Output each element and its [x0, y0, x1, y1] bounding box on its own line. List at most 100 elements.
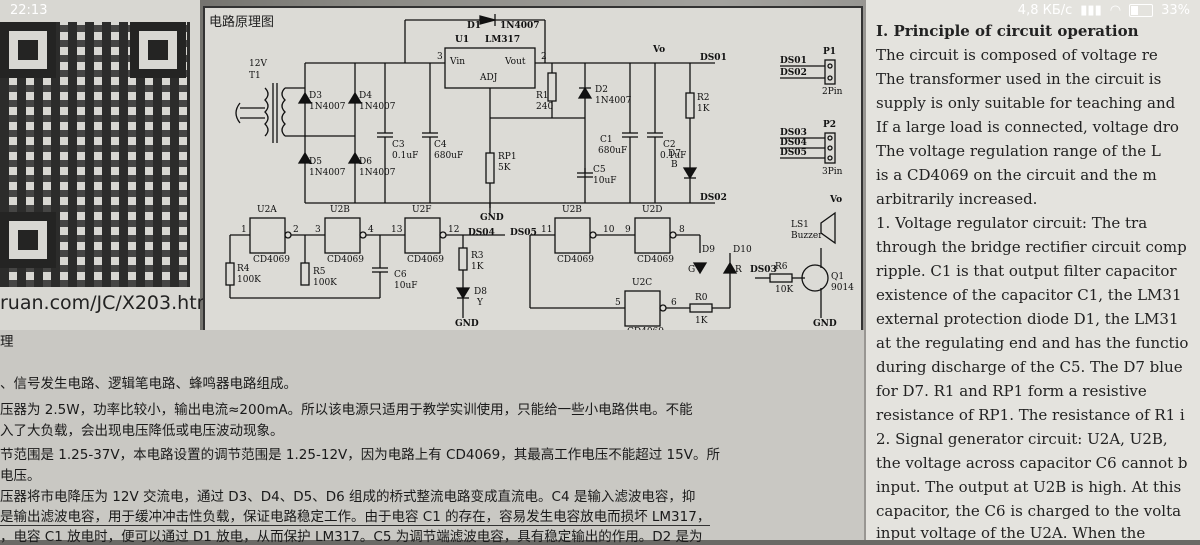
text-line: external protection diode D1, the LM31 [876, 310, 1179, 328]
battery-percent: 33% [1161, 3, 1190, 18]
text-line: 入了大负载，会出现电压降低或电压波动现象。 [0, 423, 284, 439]
label-u2b-2: U2B [562, 205, 582, 215]
text-line: existence of the capacitor C1, the LM31 [876, 286, 1182, 304]
text-line: ，电容 C1 放电时，便可以通过 D1 放电，从而保护 LM317。C5 为调节… [0, 529, 703, 545]
text-line: input. The output at U2B is high. At thi… [876, 478, 1182, 496]
text-line: The voltage regulation range of the L [876, 142, 1161, 160]
label-ds03: DS03 [780, 128, 807, 138]
text-line: 电压。 [0, 468, 41, 484]
label-d6: D6 [359, 157, 372, 167]
label-gnd-d8: GND [455, 319, 479, 329]
label-t1: T1 [249, 71, 261, 81]
label-p1-ds01: DS01 [780, 56, 807, 66]
text-line: during discharge of the C5. The D7 blue [876, 358, 1183, 376]
label-d10: D10 [733, 245, 752, 255]
text-line: supply is only suitable for teaching and [876, 94, 1176, 112]
text-line: for D7. R1 and RP1 form a resistive [876, 382, 1147, 400]
label-d9-color: G [688, 265, 696, 275]
label-c6: C6 [394, 270, 407, 280]
label-r4-value: 100K [237, 275, 261, 285]
label-ds02: DS02 [700, 193, 727, 203]
english-text-page: I. Principle of circuit operation The ci… [866, 0, 1200, 540]
text-line: the voltage across capacitor C6 cannot b [876, 454, 1188, 472]
label-vo-buzzer: Vo [830, 195, 843, 205]
text-line: input voltage of the U2A. When the [876, 524, 1146, 540]
label-u1-part: LM317 [485, 35, 521, 45]
label-c2: C2 [663, 140, 676, 150]
signal-icon: ▮▮▮ [1080, 3, 1102, 18]
label-r0-value: 1K [695, 316, 708, 326]
label-pin-13: 13 [391, 225, 403, 235]
label-p1-ds02: DS02 [780, 68, 807, 78]
label-r1: R1 [536, 91, 549, 101]
label-pin-2: 2 [293, 225, 299, 235]
text-line: 节范围是 1.25-37V，本电路设置的调节范围是 1.25-12V，因为电路上… [0, 447, 720, 463]
label-c1: C1 [600, 135, 613, 145]
url-text: ruan.com/JC/X203.html [0, 292, 221, 314]
label-c2-value: 0.1uF [660, 151, 687, 161]
schematic-wires [225, 14, 836, 327]
text-line: ripple. C1 is that output filter capacit… [876, 262, 1177, 280]
label-u2d: U2D [642, 205, 663, 215]
label-ds04: DS04 [780, 138, 807, 148]
label-d8: D8 [474, 287, 487, 297]
network-speed: 4,8 КБ/с [1017, 3, 1073, 18]
label-d9: D9 [702, 245, 715, 255]
label-d7: D7 [668, 149, 681, 159]
schematic-title: 电路原理图 [209, 15, 275, 30]
label-c3-value: 0.1uF [392, 151, 419, 161]
label-c4-value: 680uF [434, 151, 464, 161]
qr-code [0, 22, 190, 287]
text-line: 1. Voltage regulator circuit: The tra [876, 214, 1148, 232]
chinese-text-page: 理 、信号发生电路、逻辑笔电路、蜂鸣器电路组成。 压器为 2.5W，功率比较小，… [0, 330, 864, 545]
label-u2b: U2B [330, 205, 350, 215]
label-r6: R6 [775, 262, 788, 272]
text-line: capacitor, the C6 is charged to the volt… [876, 502, 1182, 520]
label-c6-value: 10uF [394, 281, 418, 291]
label-c3: C3 [392, 140, 405, 150]
label-ls1: LS1 [791, 220, 809, 230]
label-r5-value: 100K [313, 278, 337, 288]
label-vin: Vin [450, 57, 466, 67]
status-bar: 22:13 4,8 КБ/с ▮▮▮ ◠ 33% [0, 0, 1200, 22]
label-ds04-signal: DS04 [468, 228, 495, 238]
label-p1: P1 [823, 47, 837, 57]
text-line: I. Principle of circuit operation [876, 22, 1139, 40]
label-d8-color: Y [477, 298, 483, 308]
label-pin-1: 1 [241, 225, 247, 235]
label-pin-10: 10 [603, 225, 615, 235]
label-pin-4: 4 [368, 225, 374, 235]
label-pin-3: 3 [315, 225, 321, 235]
text-line: If a large load is connected, voltage dr… [876, 118, 1179, 136]
status-time: 22:13 [10, 3, 48, 18]
label-u2a: U2A [257, 205, 277, 215]
text-line: 压器将市电降压为 12V 交流电，通过 D3、D4、D5、D6 组成的桥式整流电… [0, 489, 696, 505]
text-line: through the bridge rectifier circuit com… [876, 238, 1187, 256]
label-pin-8: 8 [679, 225, 685, 235]
label-q1-part: 9014 [831, 283, 854, 293]
label-d5-part: 1N4007 [309, 168, 346, 178]
label-cd4069-3: CD4069 [407, 255, 445, 265]
label-pin-9: 9 [625, 225, 631, 235]
text-line: 理 [0, 334, 14, 350]
label-c1-value: 680uF [598, 146, 628, 156]
label-d2-part: 1N4007 [595, 96, 632, 106]
label-d3: D3 [309, 91, 322, 101]
qr-finder-top-right [130, 22, 186, 78]
label-q1: Q1 [831, 272, 845, 282]
label-r3: R3 [471, 251, 484, 261]
label-cd4069-4: CD4069 [557, 255, 595, 265]
label-c5: C5 [593, 165, 606, 175]
text-line: The transformer used in the circuit is [876, 70, 1162, 88]
label-adj: ADJ [480, 73, 498, 83]
label-r4: R4 [237, 264, 250, 274]
label-r2: R2 [697, 93, 710, 103]
text-line: 、信号发生电路、逻辑笔电路、蜂鸣器电路组成。 [0, 376, 297, 392]
text-line: 是输出滤波电容，用于缓冲冲击性负载，保证电路稳定工作。由于电容 C1 的存在，容… [0, 505, 711, 526]
label-c4: C4 [434, 140, 447, 150]
qr-finder-top-left [0, 22, 56, 78]
wifi-icon: ◠ [1109, 3, 1122, 18]
label-d6-part: 1N4007 [359, 168, 396, 178]
label-u1: U1 [455, 35, 470, 45]
label-ds05-signal: DS05 [510, 228, 537, 238]
